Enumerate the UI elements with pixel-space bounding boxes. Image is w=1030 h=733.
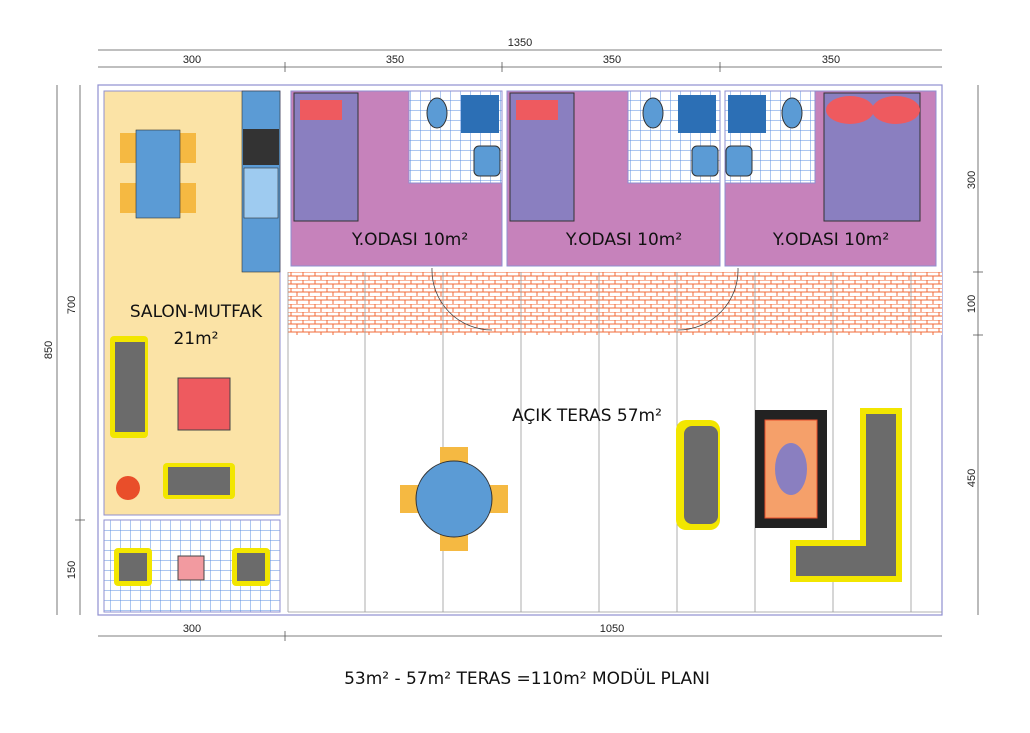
dim-right-3: 450 (966, 469, 978, 487)
dining-table-icon (120, 129, 196, 219)
pillow-icon (826, 96, 874, 124)
bedroom-2-label: Y.ODASI 10m² (565, 230, 682, 250)
shower-icon (678, 95, 716, 133)
toilet-icon (642, 97, 664, 129)
plan-caption: 53m² - 57m² TERAS =110m² MODÜL PLANI (344, 667, 710, 689)
dim-bottom-1: 300 (183, 623, 201, 635)
toilet-icon (781, 97, 803, 129)
salon-label: SALON-MUTFAK (130, 302, 263, 322)
bedroom-3-label: Y.ODASI 10m² (772, 230, 889, 250)
round-table-icon (400, 447, 508, 551)
dim-top-3: 350 (603, 54, 621, 66)
bedroom-1 (290, 90, 503, 267)
pillow-icon (872, 96, 920, 124)
pillow-icon (516, 100, 558, 120)
coffee-table-icon (177, 377, 231, 431)
bedroom-3 (724, 90, 937, 267)
patio-table-icon (177, 555, 205, 581)
dimension-lines (56, 49, 983, 641)
tiled-walkway (288, 272, 942, 335)
plant-icon (116, 476, 140, 500)
dim-left-total: 850 (43, 341, 55, 359)
toilet-icon (426, 97, 448, 129)
dim-bottom-2: 1050 (600, 623, 624, 635)
dim-top-4: 350 (822, 54, 840, 66)
terrace-label: AÇIK TERAS 57m² (512, 406, 662, 426)
stove-icon (243, 129, 279, 165)
pillow-icon (300, 100, 342, 120)
dim-top-total: 1350 (508, 37, 532, 49)
sink-icon (473, 145, 501, 177)
dim-right-2: 100 (966, 295, 978, 313)
dim-top-1: 300 (183, 54, 201, 66)
shower-icon (728, 95, 766, 133)
sink-icon (691, 145, 719, 177)
bedroom-1-label: Y.ODASI 10m² (351, 230, 468, 250)
dim-left-2: 150 (66, 561, 78, 579)
dim-top-2: 350 (386, 54, 404, 66)
salon-area: 21m² (173, 329, 218, 349)
sink-icon (725, 145, 753, 177)
kitchen-sink-icon (243, 167, 279, 219)
door-swing (431, 267, 739, 331)
shower-icon (461, 95, 499, 133)
bedroom-2 (506, 90, 721, 267)
dim-right-1: 300 (966, 171, 978, 189)
dim-left-1: 700 (66, 296, 78, 314)
